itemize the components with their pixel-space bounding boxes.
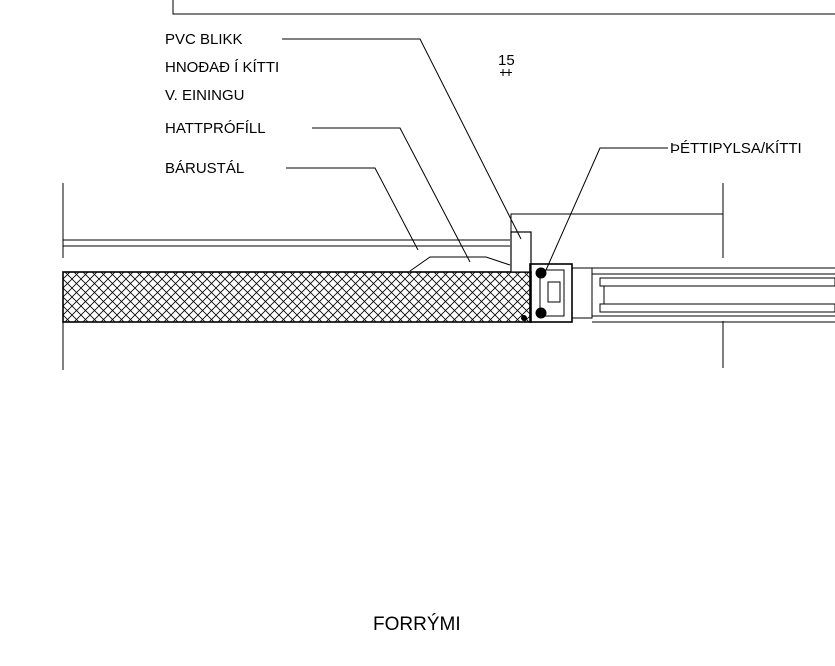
hat-profile-line	[409, 256, 511, 272]
label-hnodad: HNOÐAÐ Í KÍTTI	[165, 59, 279, 76]
window-frame-section	[529, 263, 835, 323]
sealing-cord-top	[535, 267, 547, 279]
insulation-panel	[62, 271, 532, 323]
room-label: FORRÝMI	[373, 614, 461, 635]
pvc-plate	[510, 231, 532, 273]
label-barustal: BÁRUSTÁL	[165, 160, 244, 177]
rivet-left	[521, 315, 527, 321]
sealing-cord-bottom	[535, 307, 547, 319]
label-thettipylsa: ÞÉTTIPYLSA/KÍTTI	[670, 140, 802, 157]
leader-hatt	[312, 127, 471, 263]
top-frame	[172, 0, 835, 15]
label-hattprofill: HATTPRÓFÍLL	[165, 120, 266, 137]
label-v-einingu: V. EININGU	[165, 87, 244, 104]
dimension-text: 15	[498, 52, 515, 69]
leader-thetti	[545, 147, 668, 271]
leader-pvc	[282, 38, 522, 240]
label-pvc-blikk: PVC BLIKK	[165, 31, 243, 48]
leader-barustal	[286, 167, 419, 251]
dimension-marker	[500, 69, 512, 76]
window-head-frame	[510, 213, 723, 232]
